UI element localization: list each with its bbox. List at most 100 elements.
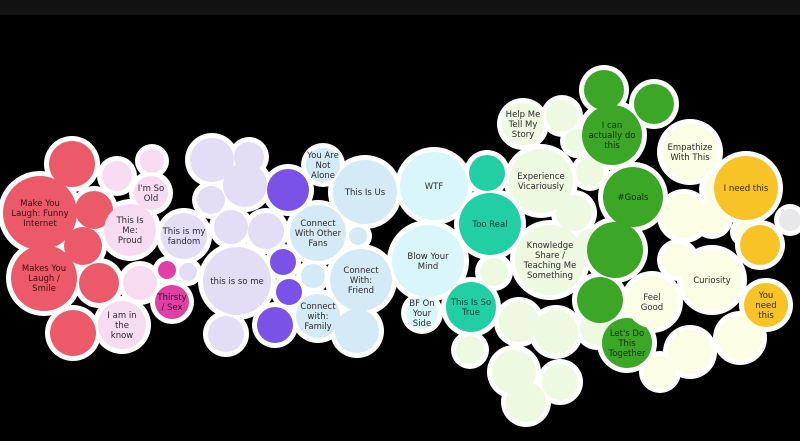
bubble-goals[interactable] <box>584 70 624 110</box>
bubble-fandom[interactable] <box>223 163 267 207</box>
bubble-goals-2[interactable] <box>602 318 652 368</box>
bubble-learn-1[interactable] <box>509 149 573 213</box>
bubble-label: I need this <box>724 184 769 194</box>
bubble-learn[interactable] <box>546 100 578 132</box>
bubble-feel-2[interactable] <box>682 250 742 310</box>
bubble-laugh[interactable] <box>50 310 96 356</box>
bubble-laugh[interactable] <box>64 227 102 265</box>
bubble-fandom[interactable] <box>248 213 284 249</box>
bubble-feel[interactable] <box>696 202 728 234</box>
bubble-identity[interactable] <box>102 161 132 191</box>
bubble-goals-0[interactable] <box>582 105 642 165</box>
bubble-wow-1[interactable] <box>392 225 464 297</box>
bubble-learn[interactable] <box>534 310 578 354</box>
bubble-connect[interactable] <box>301 264 325 288</box>
bubble-feel[interactable] <box>662 244 694 276</box>
bubble-label: Thirsty/ Sex <box>156 293 186 313</box>
bubble-need-0[interactable] <box>714 156 778 220</box>
bubble-wow-0[interactable] <box>400 152 468 220</box>
bubble-real-0[interactable] <box>459 193 521 255</box>
bubble-learn[interactable] <box>556 195 592 231</box>
bubble-fandom[interactable] <box>197 186 225 214</box>
bubble-fandom[interactable] <box>214 210 248 244</box>
bubble-need[interactable] <box>740 225 780 265</box>
bubble-purple[interactable] <box>276 279 302 305</box>
bubble-fandom-0[interactable] <box>161 213 207 259</box>
bubble-purple[interactable] <box>257 307 293 343</box>
bubble-connect-3[interactable] <box>330 249 392 311</box>
bubble-learn[interactable] <box>542 364 578 400</box>
bubble-learn-0[interactable] <box>502 103 544 145</box>
bubble-other[interactable] <box>779 209 800 231</box>
bubble-label: Curiosity <box>693 276 731 286</box>
bubble-laugh-1[interactable] <box>11 245 77 311</box>
bubble-learn-2[interactable] <box>515 225 585 295</box>
bubble-identity-1[interactable] <box>104 204 156 256</box>
bubble-label: WTF <box>425 182 444 192</box>
bubble-thirsty-0[interactable] <box>155 285 189 319</box>
bubble-connect-0[interactable] <box>306 148 340 182</box>
bubble-laugh-0[interactable] <box>3 176 77 250</box>
bubble-connect-4[interactable] <box>296 294 340 338</box>
bubble-feel-0[interactable] <box>662 124 718 180</box>
bubble-identity[interactable] <box>140 149 164 173</box>
bubble-goals[interactable] <box>577 277 623 323</box>
bubble-learn[interactable] <box>506 382 546 422</box>
bubble-learn[interactable] <box>499 302 539 342</box>
bubble-identity-2[interactable] <box>98 301 146 349</box>
bubble-real[interactable] <box>469 155 505 191</box>
bubble-purple[interactable] <box>270 249 296 275</box>
bubble-fandom[interactable] <box>208 316 244 352</box>
bubble-connect[interactable] <box>349 227 367 245</box>
bubble-need-1[interactable] <box>744 283 788 327</box>
bubble-learn[interactable] <box>576 158 604 186</box>
bubble-thirsty[interactable] <box>158 261 176 279</box>
bubble-laugh[interactable] <box>49 141 95 187</box>
bubble-connect[interactable] <box>335 309 379 353</box>
bubble-goals-1[interactable] <box>603 167 663 227</box>
bubble-purple[interactable] <box>267 169 309 211</box>
bubble-laugh[interactable] <box>79 263 119 303</box>
bubble-identity-0[interactable] <box>134 176 168 210</box>
bubble-label: this is so me <box>210 277 264 287</box>
bubble-goals[interactable] <box>634 84 674 124</box>
bubble-label: #Goals <box>618 193 649 203</box>
bubble-laugh[interactable] <box>75 191 113 229</box>
bubble-feel-1[interactable] <box>626 276 678 328</box>
bubble-connect-2[interactable] <box>290 205 346 261</box>
bubble-identity[interactable] <box>123 266 157 300</box>
bubble-fandom[interactable] <box>190 138 234 182</box>
bubble-connect-1[interactable] <box>333 160 397 224</box>
top-bar <box>0 0 800 15</box>
bubble-feel[interactable] <box>644 356 676 388</box>
bubble-fandom-1[interactable] <box>203 247 271 315</box>
bubble-fandom[interactable] <box>179 263 197 281</box>
bubble-real-1[interactable] <box>446 282 496 332</box>
bubble-learn[interactable] <box>456 336 484 364</box>
bubble-wow-2[interactable] <box>406 297 438 329</box>
bubble-feel[interactable] <box>718 316 762 360</box>
bubble-feel[interactable] <box>668 330 712 374</box>
bubble-learn[interactable] <box>480 258 508 286</box>
bubble-goals[interactable] <box>587 222 643 278</box>
bubble-feel[interactable] <box>662 194 706 238</box>
